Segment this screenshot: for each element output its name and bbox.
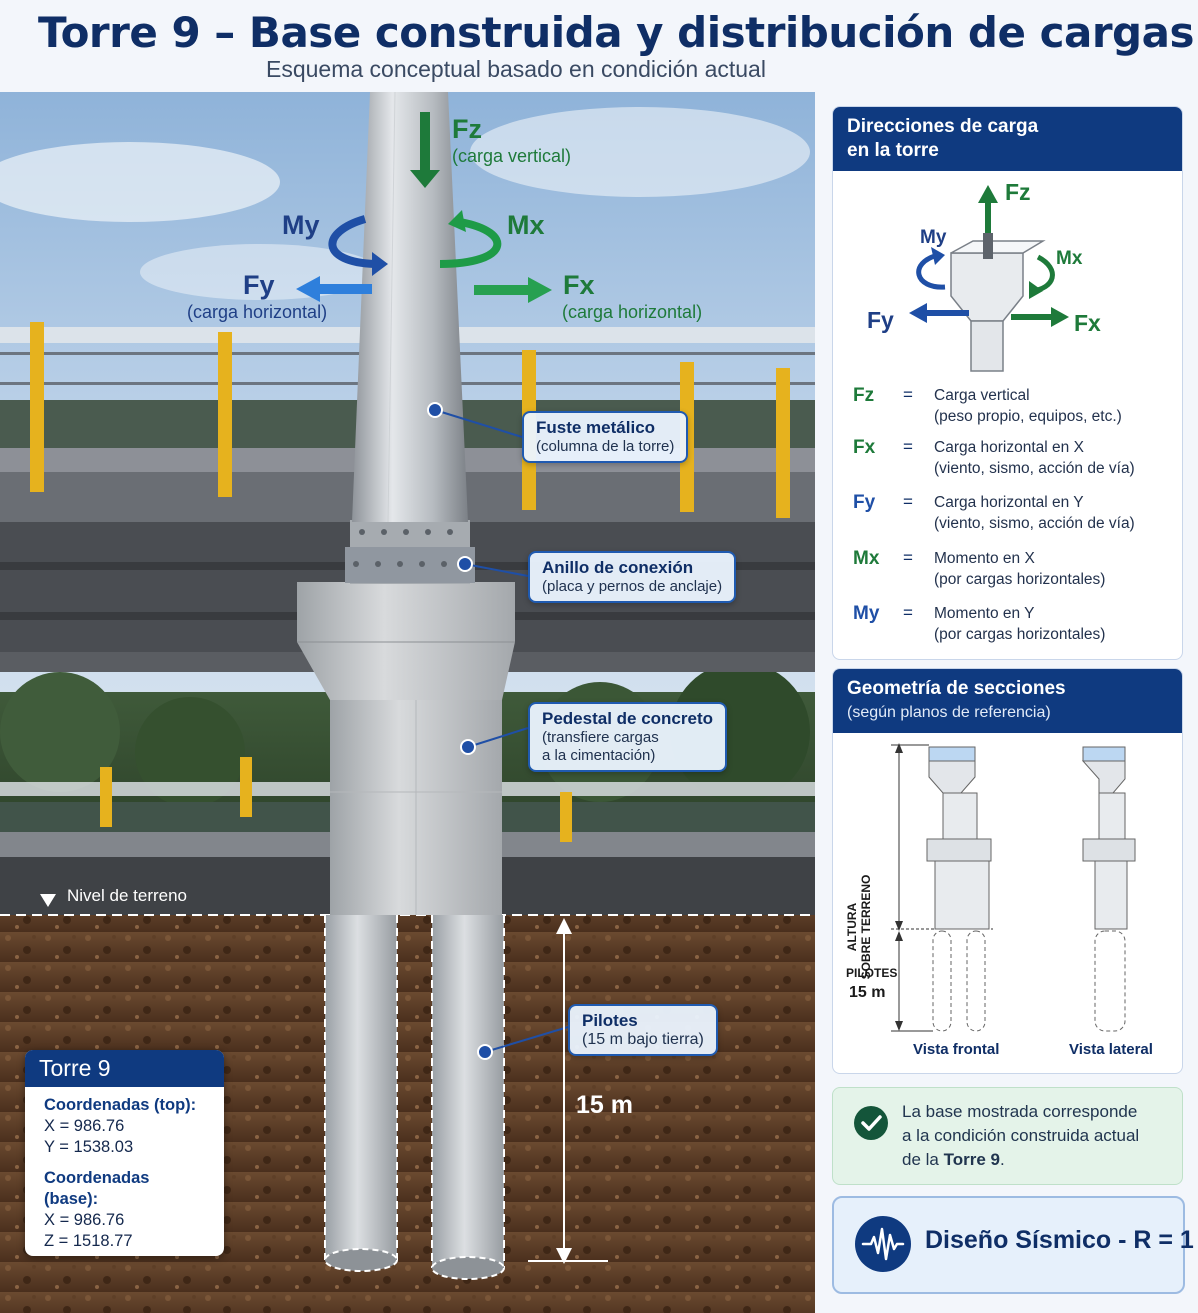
note-line3-pre: de la xyxy=(902,1150,944,1169)
legend-line1: Carga vertical xyxy=(934,387,1030,404)
legend-eq: = xyxy=(903,548,913,567)
load-directions-diagram xyxy=(909,185,1069,372)
ground-level-label: Nivel de terreno xyxy=(67,886,188,905)
load-panel-header: Direcciones de carga en la torre xyxy=(833,107,1182,171)
tower-scene: Fz (carga vertical) My Mx Fy (carga hori… xyxy=(0,92,815,1313)
fx-note: (carga horizontal) xyxy=(562,302,703,322)
note-line3-post: . xyxy=(999,1150,1005,1169)
fz-note: (carga vertical) xyxy=(452,146,572,166)
pedestal-sub1: (transfiere cargas xyxy=(542,729,659,746)
diagram-mx: Mx xyxy=(1056,248,1083,269)
geometry-panel-note: (según planos de referencia) xyxy=(847,704,1051,721)
coords-top-y: Y = 1538.03 xyxy=(44,1138,134,1156)
seismic-wave-icon xyxy=(855,1216,911,1272)
coords-base-header: Coordenadas (base): xyxy=(44,1169,150,1208)
diagram-fz: Fz xyxy=(1005,179,1031,205)
legend-line2: (por cargas horizontales) xyxy=(934,571,1106,588)
note-line2: a la condición construida actual xyxy=(902,1126,1140,1145)
note-text: La base mostrada corresponde a la condic… xyxy=(902,1100,1172,1172)
load-panel-title1: Direcciones de carga xyxy=(847,116,1039,137)
diagram-fy: Fy xyxy=(867,307,894,333)
page-subtitle: Esquema conceptual basado en condición a… xyxy=(266,56,766,82)
geometry-diagram xyxy=(891,743,1136,1032)
geometry-panel-title: Geometría de secciones xyxy=(847,678,1066,699)
page-title: Torre 9 – Base construida y distribución… xyxy=(38,8,1194,57)
fuste-sub: (columna de la torre) xyxy=(536,438,675,455)
pilotes-title: Pilotes xyxy=(582,1011,638,1030)
legend-symbol: Mx xyxy=(853,548,880,569)
legend-desc: Momento en Y (por cargas horizontales) xyxy=(934,603,1105,645)
front-view-label: Vista frontal xyxy=(913,1041,1000,1058)
legend-line1: Momento en X xyxy=(934,550,1035,567)
legend-row-fx: Fx = Carga horizontal en X (viento, sismo… xyxy=(853,437,1173,483)
torre-card: Torre 9 Coordenadas (top): X = 986.76 Y … xyxy=(25,1050,224,1256)
construction-note: La base mostrada corresponde a la condic… xyxy=(832,1087,1183,1185)
coords-base-z: Z = 1518.77 xyxy=(44,1232,133,1250)
mx-label: Mx xyxy=(507,210,545,240)
anillo-title: Anillo de conexión xyxy=(542,558,694,577)
coords-top-header: Coordenadas (top): xyxy=(44,1096,197,1114)
legend-eq: = xyxy=(903,437,913,456)
fx-label: Fx xyxy=(563,270,595,300)
diagram-fx: Fx xyxy=(1074,310,1101,336)
legend-desc: Carga horizontal en X (viento, sismo, acc… xyxy=(934,437,1135,479)
pedestal-sub2: a la cimentación) xyxy=(542,747,656,764)
legend-line1: Momento en Y xyxy=(934,605,1035,622)
note-line1: La base mostrada corresponde xyxy=(902,1102,1138,1121)
legend-symbol: My xyxy=(853,603,880,624)
check-icon xyxy=(854,1106,888,1140)
anillo-annotation: Anillo de conexión (placa y pernos de an… xyxy=(528,551,737,603)
legend-desc: Carga horizontal en Y (viento, sismo, acc… xyxy=(934,492,1135,534)
legend-line1: Carga horizontal en Y xyxy=(934,494,1084,511)
legend-line2: (viento, sismo, acción de vía) xyxy=(934,515,1135,532)
legend-line2: (por cargas horizontales) xyxy=(934,626,1106,643)
legend-eq: = xyxy=(903,385,913,404)
legend-desc: Momento en X (por cargas horizontales) xyxy=(934,548,1105,590)
height-label: ALTURA SOBRE TERRENO xyxy=(845,875,877,980)
anillo-sub: (placa y pernos de anclaje) xyxy=(542,578,723,595)
piles-label: PILOTES xyxy=(846,966,898,980)
fuste-title: Fuste metálico xyxy=(536,418,656,437)
legend-symbol: Fy xyxy=(853,492,876,513)
legend-symbol: Fx xyxy=(853,437,876,458)
depth-label: 15 m xyxy=(576,1091,633,1119)
legend-eq: = xyxy=(903,603,913,622)
my-label: My xyxy=(282,210,320,240)
fz-label: Fz xyxy=(452,114,482,144)
pilotes-sub: (15 m bajo tierra) xyxy=(582,1031,704,1048)
note-line3: de la Torre 9. xyxy=(902,1148,1172,1172)
fy-note: (carga horizontal) xyxy=(187,302,328,322)
pedestal-annotation: Pedestal de concreto (transfiere cargas … xyxy=(528,702,728,772)
load-directions-panel: Direcciones de carga en la torre Fz My M… xyxy=(832,106,1183,660)
pilotes-annotation: Pilotes (15 m bajo tierra) xyxy=(568,1004,718,1056)
geometry-panel-header: Geometría de secciones (según planos de … xyxy=(833,669,1182,733)
seismic-design-badge: Diseño Sísmico - R = 1 xyxy=(832,1196,1194,1294)
legend-row-my: My = Momento en Y (por cargas horizontale… xyxy=(853,603,1173,649)
legend-line2: (peso propio, equipos, etc.) xyxy=(934,408,1122,425)
diagram-my: My xyxy=(920,227,947,248)
side-view-label: Vista lateral xyxy=(1069,1041,1153,1058)
fuste-annotation: Fuste metálico (columna de la torre) xyxy=(522,411,689,463)
note-line3-bold: Torre 9 xyxy=(943,1150,1000,1169)
legend-eq: = xyxy=(903,492,913,511)
legend-row-mx: Mx = Momento en X (por cargas horizontale… xyxy=(853,548,1173,594)
coords-base-x: X = 986.76 xyxy=(44,1211,125,1229)
legend-row-fy: Fy = Carga horizontal en Y (viento, sismo… xyxy=(853,492,1173,538)
legend-desc: Carga vertical (peso propio, equipos, etc… xyxy=(934,385,1122,427)
load-panel-title2: en la torre xyxy=(847,140,939,161)
pedestal-title: Pedestal de concreto xyxy=(542,709,714,728)
piles-value: 15 m xyxy=(849,984,886,1001)
legend-line1: Carga horizontal en X xyxy=(934,439,1084,456)
legend-line2: (viento, sismo, acción de vía) xyxy=(934,460,1135,477)
torre-card-title: Torre 9 xyxy=(25,1050,224,1087)
legend-row-fz: Fz = Carga vertical (peso propio, equipos… xyxy=(853,385,1173,431)
coords-top-x: X = 986.76 xyxy=(44,1117,125,1135)
seismic-label: Diseño Sísmico - R = 1 xyxy=(925,1226,1194,1254)
fy-label: Fy xyxy=(243,270,275,300)
geometry-panel: Geometría de secciones (según planos de … xyxy=(832,668,1183,1074)
legend-symbol: Fz xyxy=(853,385,875,406)
